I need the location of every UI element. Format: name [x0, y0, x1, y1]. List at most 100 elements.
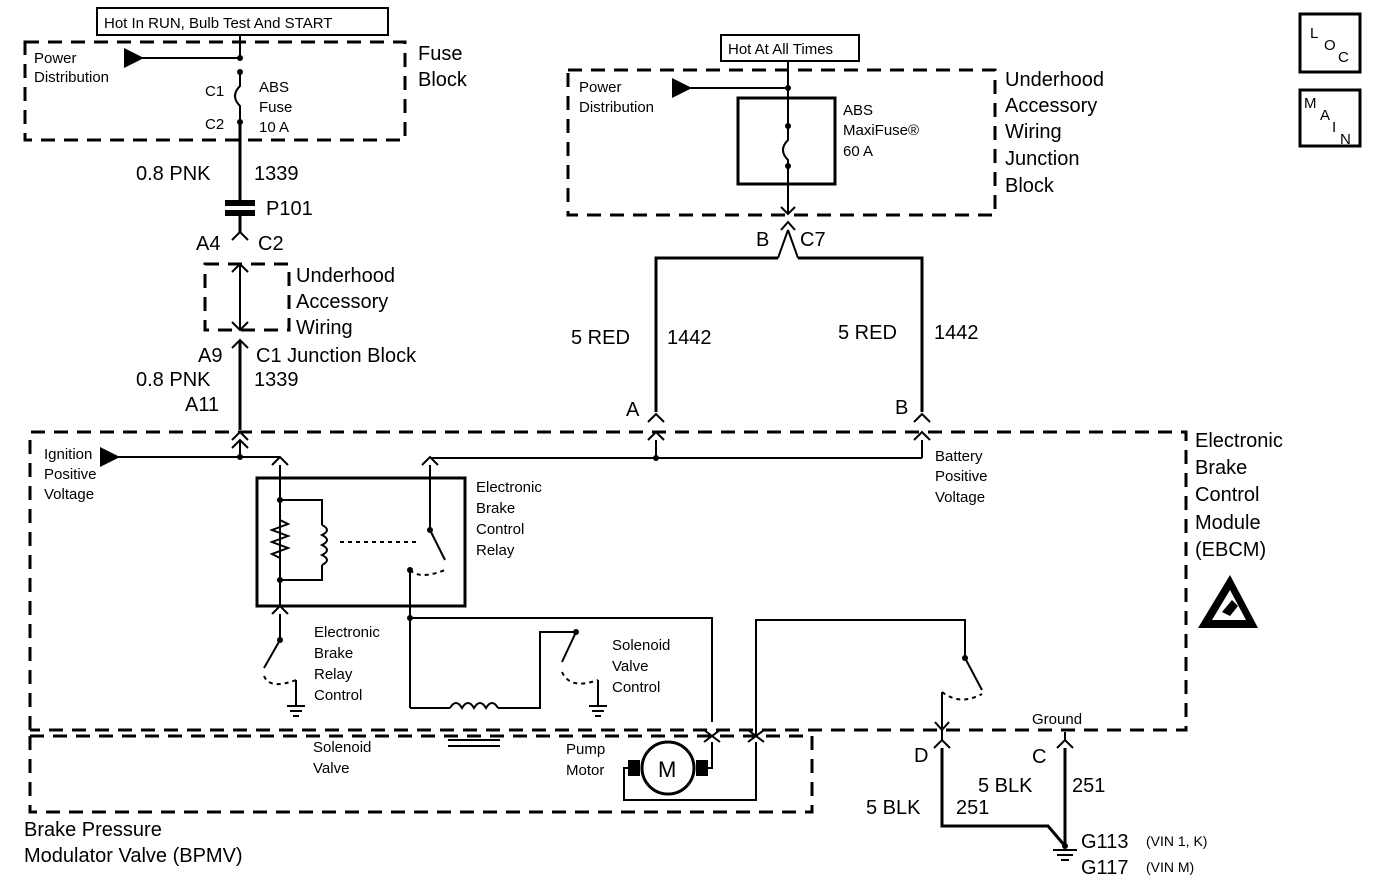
svg-text:N: N: [1340, 131, 1351, 148]
svg-text:Brake Pressure: Brake Pressure: [24, 819, 162, 841]
hot-in-run-label: Hot In RUN, Bulb Test And START: [96, 7, 389, 36]
svg-text:A11: A11: [185, 394, 219, 416]
svg-text:C2: C2: [205, 116, 224, 133]
underhood-junction-block: Underhood Accessory Wiring Junction Bloc…: [566, 61, 1104, 259]
svg-text:B: B: [895, 397, 908, 419]
svg-text:L: L: [1310, 25, 1318, 42]
svg-text:Junction: Junction: [1005, 148, 1080, 170]
svg-text:C1: C1: [205, 83, 224, 100]
svg-text:Ground: Ground: [1032, 711, 1082, 728]
svg-text:Battery: Battery: [935, 448, 983, 465]
svg-text:Brake: Brake: [314, 645, 353, 662]
loc-button[interactable]: L O C: [1298, 12, 1362, 74]
svg-text:ABS: ABS: [843, 102, 873, 119]
ground-circuit-251: D C 5 BLK 251 5 BLK 251 G113 (VIN 1, K) …: [866, 730, 1207, 879]
svg-text:Relay: Relay: [314, 666, 353, 683]
ebcm-relay: [255, 476, 467, 608]
fuse-block: Fuse Block Power Distribution C1 C2 ABS …: [23, 35, 468, 142]
ground-icon: [287, 705, 305, 717]
svg-text:Accessory: Accessory: [296, 291, 388, 313]
svg-text:251: 251: [1072, 775, 1105, 797]
svg-text:A9: A9: [198, 345, 222, 367]
svg-text:Fuse: Fuse: [259, 99, 292, 116]
svg-text:Block: Block: [418, 69, 468, 91]
svg-text:A4: A4: [196, 233, 220, 255]
svg-text:Motor: Motor: [566, 762, 604, 779]
svg-text:MaxiFuse®: MaxiFuse®: [843, 122, 919, 139]
svg-text:A: A: [1320, 107, 1330, 124]
svg-text:Control: Control: [612, 679, 660, 696]
svg-text:C7: C7: [800, 229, 826, 251]
svg-text:Solenoid: Solenoid: [612, 637, 670, 654]
svg-text:1339: 1339: [254, 369, 299, 391]
svg-text:0.8 PNK: 0.8 PNK: [136, 163, 211, 185]
svg-text:Underhood: Underhood: [1005, 69, 1104, 91]
svg-text:Electronic: Electronic: [1195, 430, 1283, 452]
svg-text:C1 Junction Block: C1 Junction Block: [256, 345, 417, 367]
svg-text:I: I: [1332, 119, 1336, 136]
svg-text:Hot At All Times: Hot At All Times: [728, 41, 833, 58]
solenoid-coil: [449, 702, 499, 710]
svg-text:Control: Control: [1195, 484, 1259, 506]
svg-text:Module: Module: [1195, 512, 1261, 534]
relay-resistor: [269, 519, 291, 559]
svg-text:60 A: 60 A: [843, 143, 873, 160]
svg-text:1442: 1442: [667, 327, 712, 349]
ground-icon: [1053, 849, 1077, 861]
svg-text:ABS: ABS: [259, 79, 289, 96]
svg-text:Wiring: Wiring: [1005, 121, 1062, 143]
svg-text:5 BLK: 5 BLK: [978, 775, 1033, 797]
svg-text:A: A: [626, 399, 640, 421]
svg-text:C: C: [1032, 746, 1046, 768]
svg-text:(VIN M): (VIN M): [1146, 859, 1194, 875]
svg-text:Distribution: Distribution: [579, 99, 654, 116]
svg-text:Power: Power: [34, 50, 77, 67]
svg-text:Valve: Valve: [612, 658, 648, 675]
svg-text:Modulator Valve (BPMV): Modulator Valve (BPMV): [24, 845, 243, 867]
splice-p101: [225, 200, 255, 206]
svg-text:0.8 PNK: 0.8 PNK: [136, 369, 211, 391]
svg-text:1442: 1442: [934, 322, 979, 344]
svg-text:G113: G113: [1081, 831, 1128, 853]
svg-text:D: D: [914, 745, 928, 767]
svg-text:B: B: [756, 229, 769, 251]
svg-text:Underhood: Underhood: [296, 265, 395, 287]
svg-text:Power: Power: [579, 79, 622, 96]
bpmv-module: Brake Pressure Modulator Valve (BPMV) So…: [24, 729, 814, 867]
svg-text:Relay: Relay: [476, 542, 515, 559]
svg-text:Electronic: Electronic: [476, 479, 542, 496]
svg-text:Brake: Brake: [476, 500, 515, 517]
svg-text:251: 251: [956, 797, 989, 819]
svg-text:M: M: [1304, 95, 1317, 112]
abs-fuse-symbol: [234, 72, 241, 122]
pump-motor-icon: M: [640, 740, 696, 796]
ebcm-internal-wiring: Ignition Positive Voltage Battery Positi…: [44, 430, 1082, 736]
svg-text:Pump: Pump: [566, 741, 605, 758]
svg-text:Valve: Valve: [313, 760, 349, 777]
abs-maxifuse: [736, 96, 837, 186]
svg-text:1339: 1339: [254, 163, 299, 185]
svg-text:C2: C2: [258, 233, 284, 255]
svg-text:Control: Control: [476, 521, 524, 538]
svg-text:Ignition: Ignition: [44, 446, 92, 463]
svg-text:Positive: Positive: [935, 468, 988, 485]
svg-text:5 RED: 5 RED: [838, 322, 897, 344]
svg-text:P101: P101: [266, 198, 313, 220]
ground-icon: [589, 705, 607, 717]
svg-text:Accessory: Accessory: [1005, 95, 1097, 117]
main-button[interactable]: M A I N: [1298, 88, 1362, 148]
fuse-block-title: Fuse: [418, 43, 462, 65]
svg-text:(EBCM): (EBCM): [1195, 539, 1266, 561]
circuit-1339: 0.8 PNK 1339 P101 A4 C2 Underhood Access…: [136, 122, 417, 430]
svg-text:Brake: Brake: [1195, 457, 1247, 479]
svg-text:C: C: [1338, 49, 1349, 66]
hot-at-all-times-label: Hot At All Times: [720, 34, 860, 62]
svg-text:Wiring: Wiring: [296, 317, 353, 339]
svg-text:(VIN 1, K): (VIN 1, K): [1146, 833, 1207, 849]
svg-text:O: O: [1324, 37, 1336, 54]
svg-text:Voltage: Voltage: [935, 489, 985, 506]
battery-feed-circuit-1442: 5 RED 1442 5 RED 1442 A B: [571, 256, 979, 423]
svg-text:Hot In RUN, Bulb Test And STAR: Hot In RUN, Bulb Test And START: [104, 15, 332, 32]
svg-text:Block: Block: [1005, 175, 1055, 197]
